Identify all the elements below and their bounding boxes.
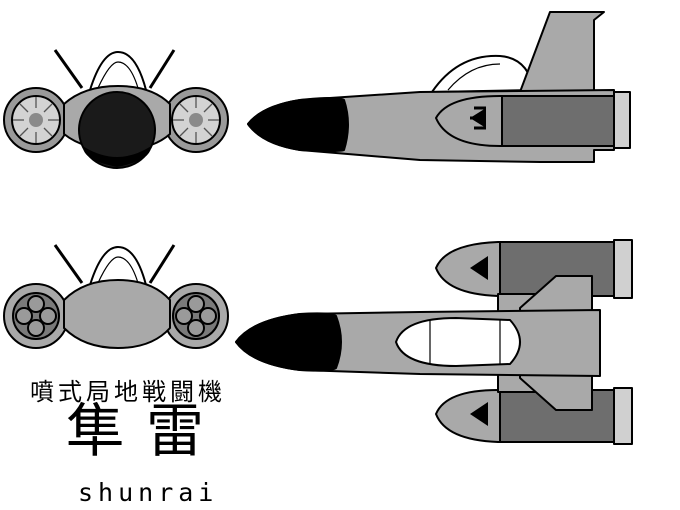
canopy-side bbox=[431, 54, 535, 93]
fuselage-front bbox=[63, 279, 171, 349]
antenna-right bbox=[148, 49, 176, 89]
canopy-front bbox=[89, 51, 147, 91]
front-view-variant-a bbox=[3, 49, 229, 169]
nose-front bbox=[78, 91, 156, 169]
aircraft-name-kanji: 隼雷 bbox=[66, 397, 227, 465]
nose-top bbox=[235, 312, 342, 372]
exhaust-side bbox=[613, 91, 631, 149]
nose-side bbox=[247, 97, 349, 152]
top-view bbox=[235, 239, 633, 445]
aircraft-type-caption: 噴式局地戦闘機 bbox=[30, 378, 226, 406]
front-view-variant-b bbox=[3, 244, 229, 349]
canopy-front bbox=[89, 246, 147, 286]
side-view bbox=[247, 11, 631, 163]
canopy-top bbox=[395, 317, 521, 367]
vertical-tail bbox=[519, 11, 605, 93]
engine-panel-side bbox=[501, 95, 615, 147]
antenna-right bbox=[148, 244, 176, 284]
antenna-left bbox=[53, 244, 84, 284]
antenna-left bbox=[53, 49, 84, 89]
aircraft-name-romaji: shunrai bbox=[78, 478, 219, 507]
